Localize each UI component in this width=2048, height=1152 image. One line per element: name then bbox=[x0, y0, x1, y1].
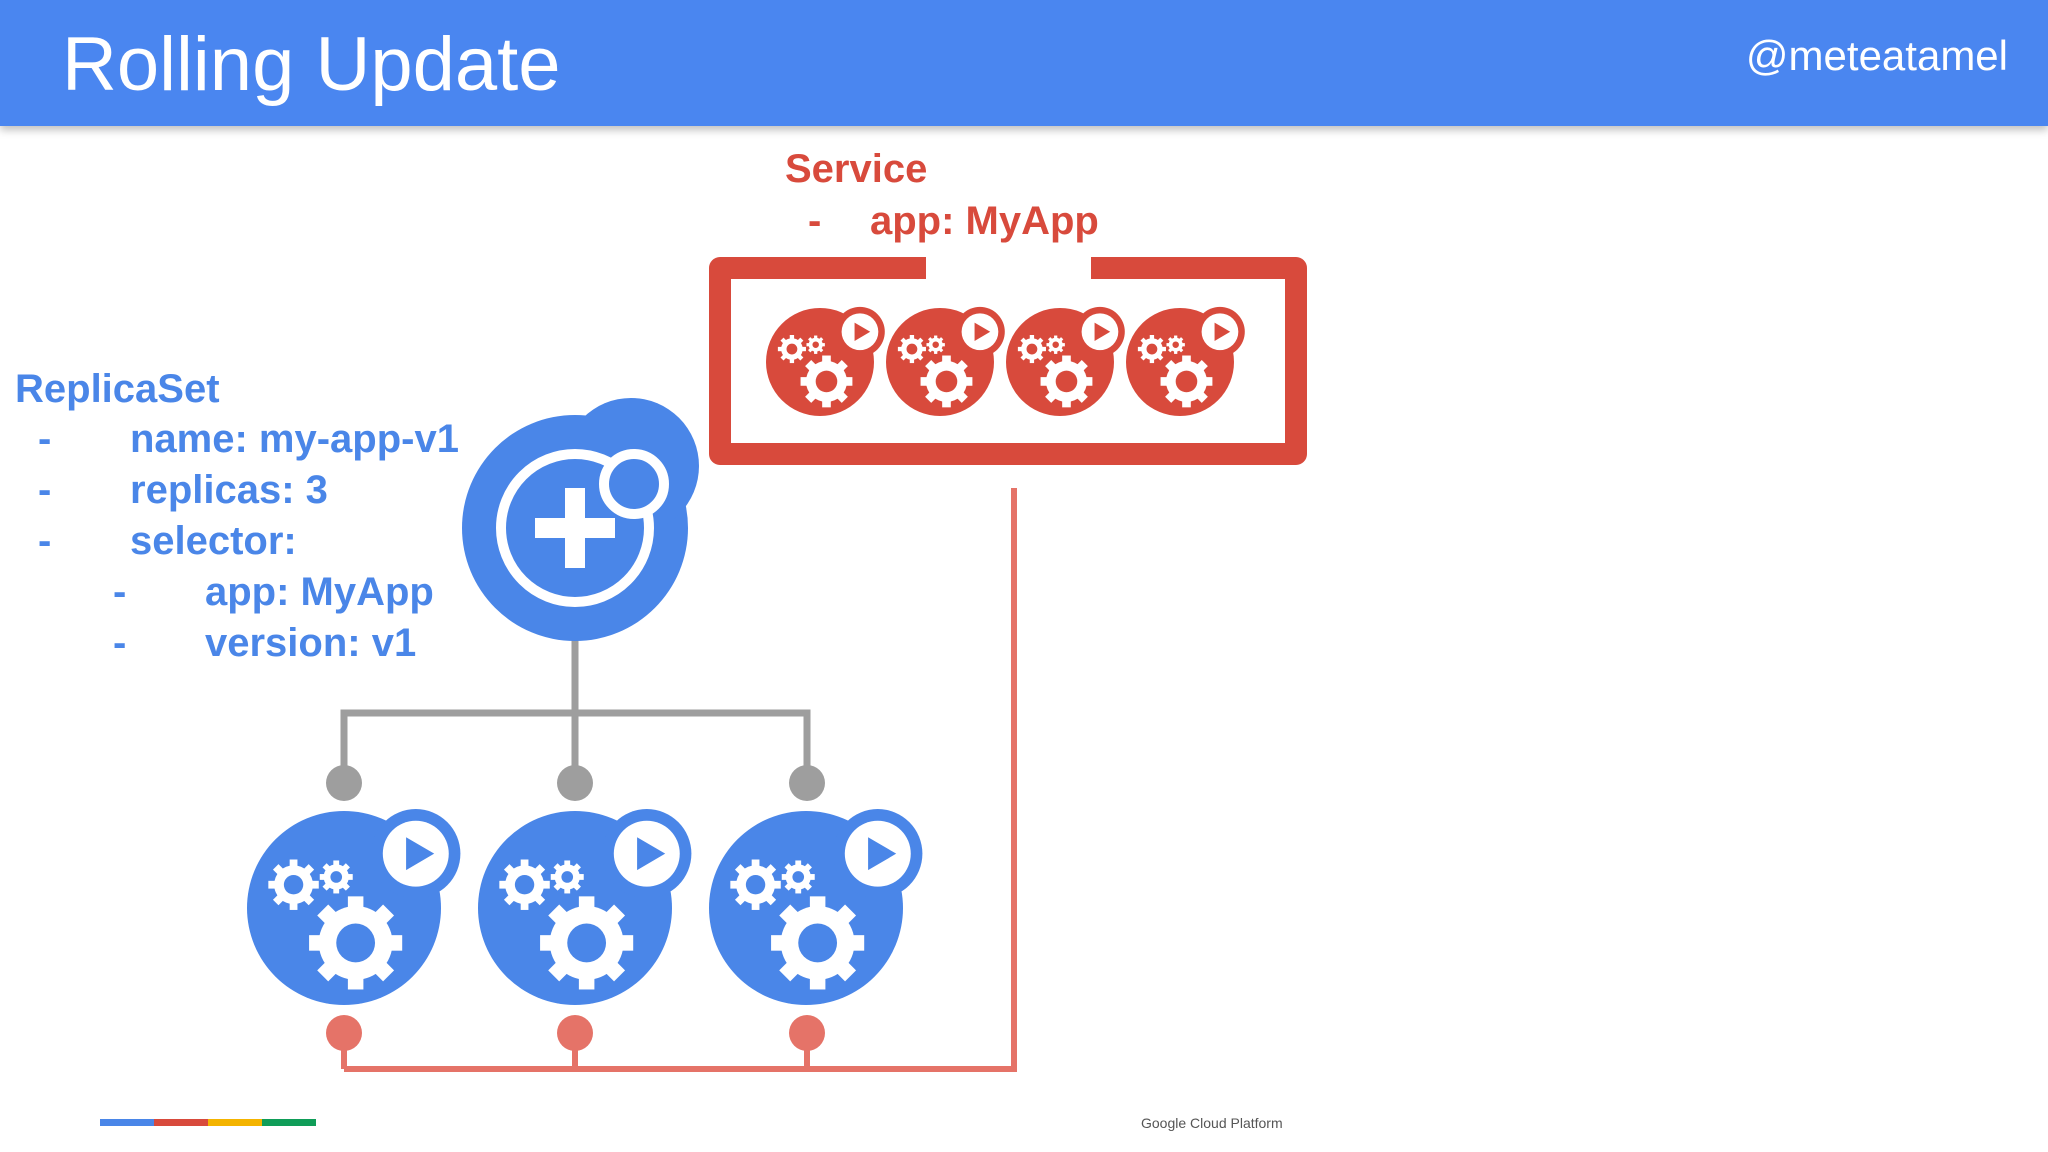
replicaset-connector bbox=[340, 630, 811, 770]
brand-bar-green bbox=[262, 1119, 316, 1126]
replicaset-pod-icon bbox=[247, 809, 461, 1005]
service-selector: -app: MyApp bbox=[808, 199, 1099, 243]
list-dash: - bbox=[38, 468, 52, 512]
list-dash: - bbox=[113, 570, 127, 614]
service-connector bbox=[341, 488, 1017, 1072]
field-text: version: v1 bbox=[205, 621, 417, 665]
service-pod-icon bbox=[1126, 306, 1245, 416]
field-text: selector: bbox=[130, 519, 297, 563]
service-pod-icon bbox=[886, 306, 1005, 416]
field-text: app: MyApp bbox=[205, 570, 434, 614]
brand-color-bar bbox=[100, 1119, 316, 1126]
replicaset-field: - name: my-app-v1 bbox=[38, 413, 459, 465]
brand-bar-yellow bbox=[208, 1119, 262, 1126]
service-pod-icon bbox=[1006, 306, 1125, 416]
replicaset-pod-icon bbox=[709, 809, 923, 1005]
replicaset-plus-icon bbox=[462, 398, 699, 641]
replicaset-pods bbox=[247, 809, 923, 1005]
footer-brand: Google Cloud Platform bbox=[1141, 1115, 1283, 1131]
replicaset-connector-dots bbox=[326, 765, 825, 801]
replicaset-selector-field: - app: MyApp bbox=[113, 566, 434, 618]
slide-header: Rolling Update @meteatamel bbox=[0, 0, 2048, 126]
service-selector-label: app: MyApp bbox=[870, 199, 1099, 243]
replicaset-field: - selector: bbox=[38, 515, 297, 567]
service-connector-dots bbox=[326, 1015, 825, 1051]
replicaset-selector-field: - version: v1 bbox=[113, 617, 416, 669]
slide-title: Rolling Update bbox=[62, 22, 561, 107]
field-text: name: my-app-v1 bbox=[130, 417, 459, 461]
brand-bar-blue bbox=[100, 1119, 154, 1126]
replicaset-field: - replicas: 3 bbox=[38, 464, 328, 516]
service-pods bbox=[766, 306, 1245, 416]
list-dash: - bbox=[38, 519, 52, 563]
service-title: Service bbox=[785, 147, 928, 191]
list-dash: - bbox=[38, 417, 52, 461]
brand-bar-red bbox=[154, 1119, 208, 1126]
field-text: replicas: 3 bbox=[130, 468, 328, 512]
service-box bbox=[709, 257, 1307, 465]
replicaset-title: ReplicaSet bbox=[15, 367, 220, 411]
author-handle: @meteatamel bbox=[1745, 32, 2008, 79]
list-dash: - bbox=[113, 621, 127, 665]
service-pod-icon bbox=[766, 306, 885, 416]
replicaset-pod-icon bbox=[478, 809, 692, 1005]
